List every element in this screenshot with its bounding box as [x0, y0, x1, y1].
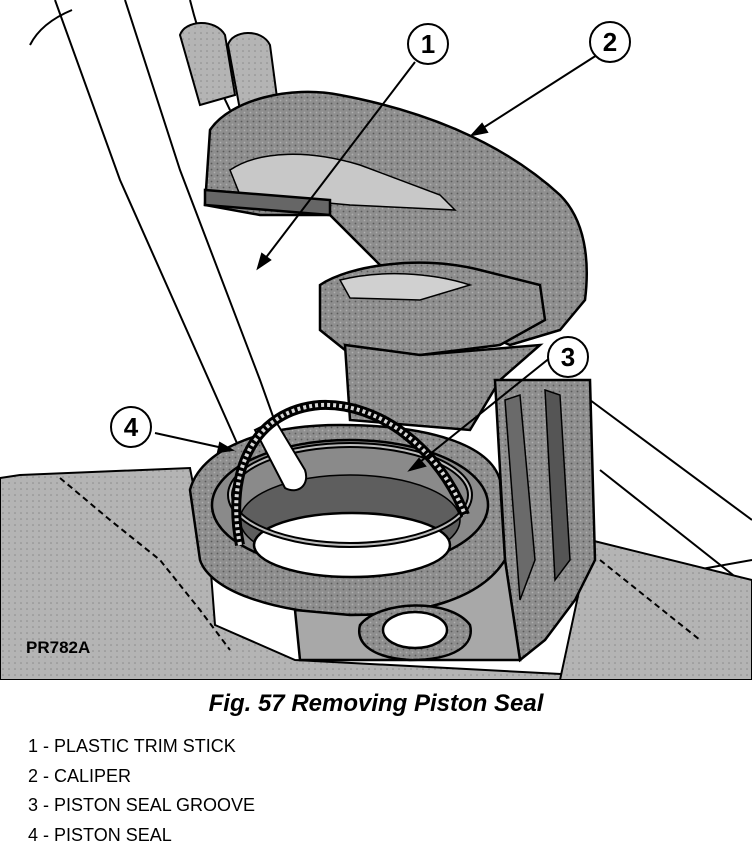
legend-item-2: 2 - CALIPER [28, 765, 132, 786]
callout-2: 2 [589, 21, 631, 63]
plastic-trim-stick [253, 418, 308, 492]
callout-4: 4 [110, 406, 152, 448]
legend-item-3: 3 - PISTON SEAL GROOVE [28, 795, 256, 815]
callout-4-number: 4 [124, 412, 139, 442]
legend-item-4: 4 - PISTON SEAL [28, 824, 172, 845]
figure-caption: Fig. 57 Removing Piston Seal [208, 690, 544, 717]
figure-code: PR782A [26, 638, 90, 657]
callout-2-number: 2 [603, 27, 617, 57]
callout-1-number: 1 [421, 29, 435, 59]
callout-legend: 1 - PLASTIC TRIM STICK 2 - CALIPER 3 - P… [28, 732, 255, 850]
piston-seal [231, 399, 470, 546]
callout-3: 3 [547, 336, 589, 378]
callout-3-number: 3 [561, 342, 575, 372]
piston-seal-illustration: 1 2 3 4 PR782A [0, 0, 752, 680]
leader-lines [154, 54, 598, 472]
callout-1: 1 [407, 23, 449, 65]
hand-shapes [178, 22, 280, 112]
caliper-body [188, 90, 597, 663]
legend-item-1: 1 - PLASTIC TRIM STICK [28, 736, 236, 756]
